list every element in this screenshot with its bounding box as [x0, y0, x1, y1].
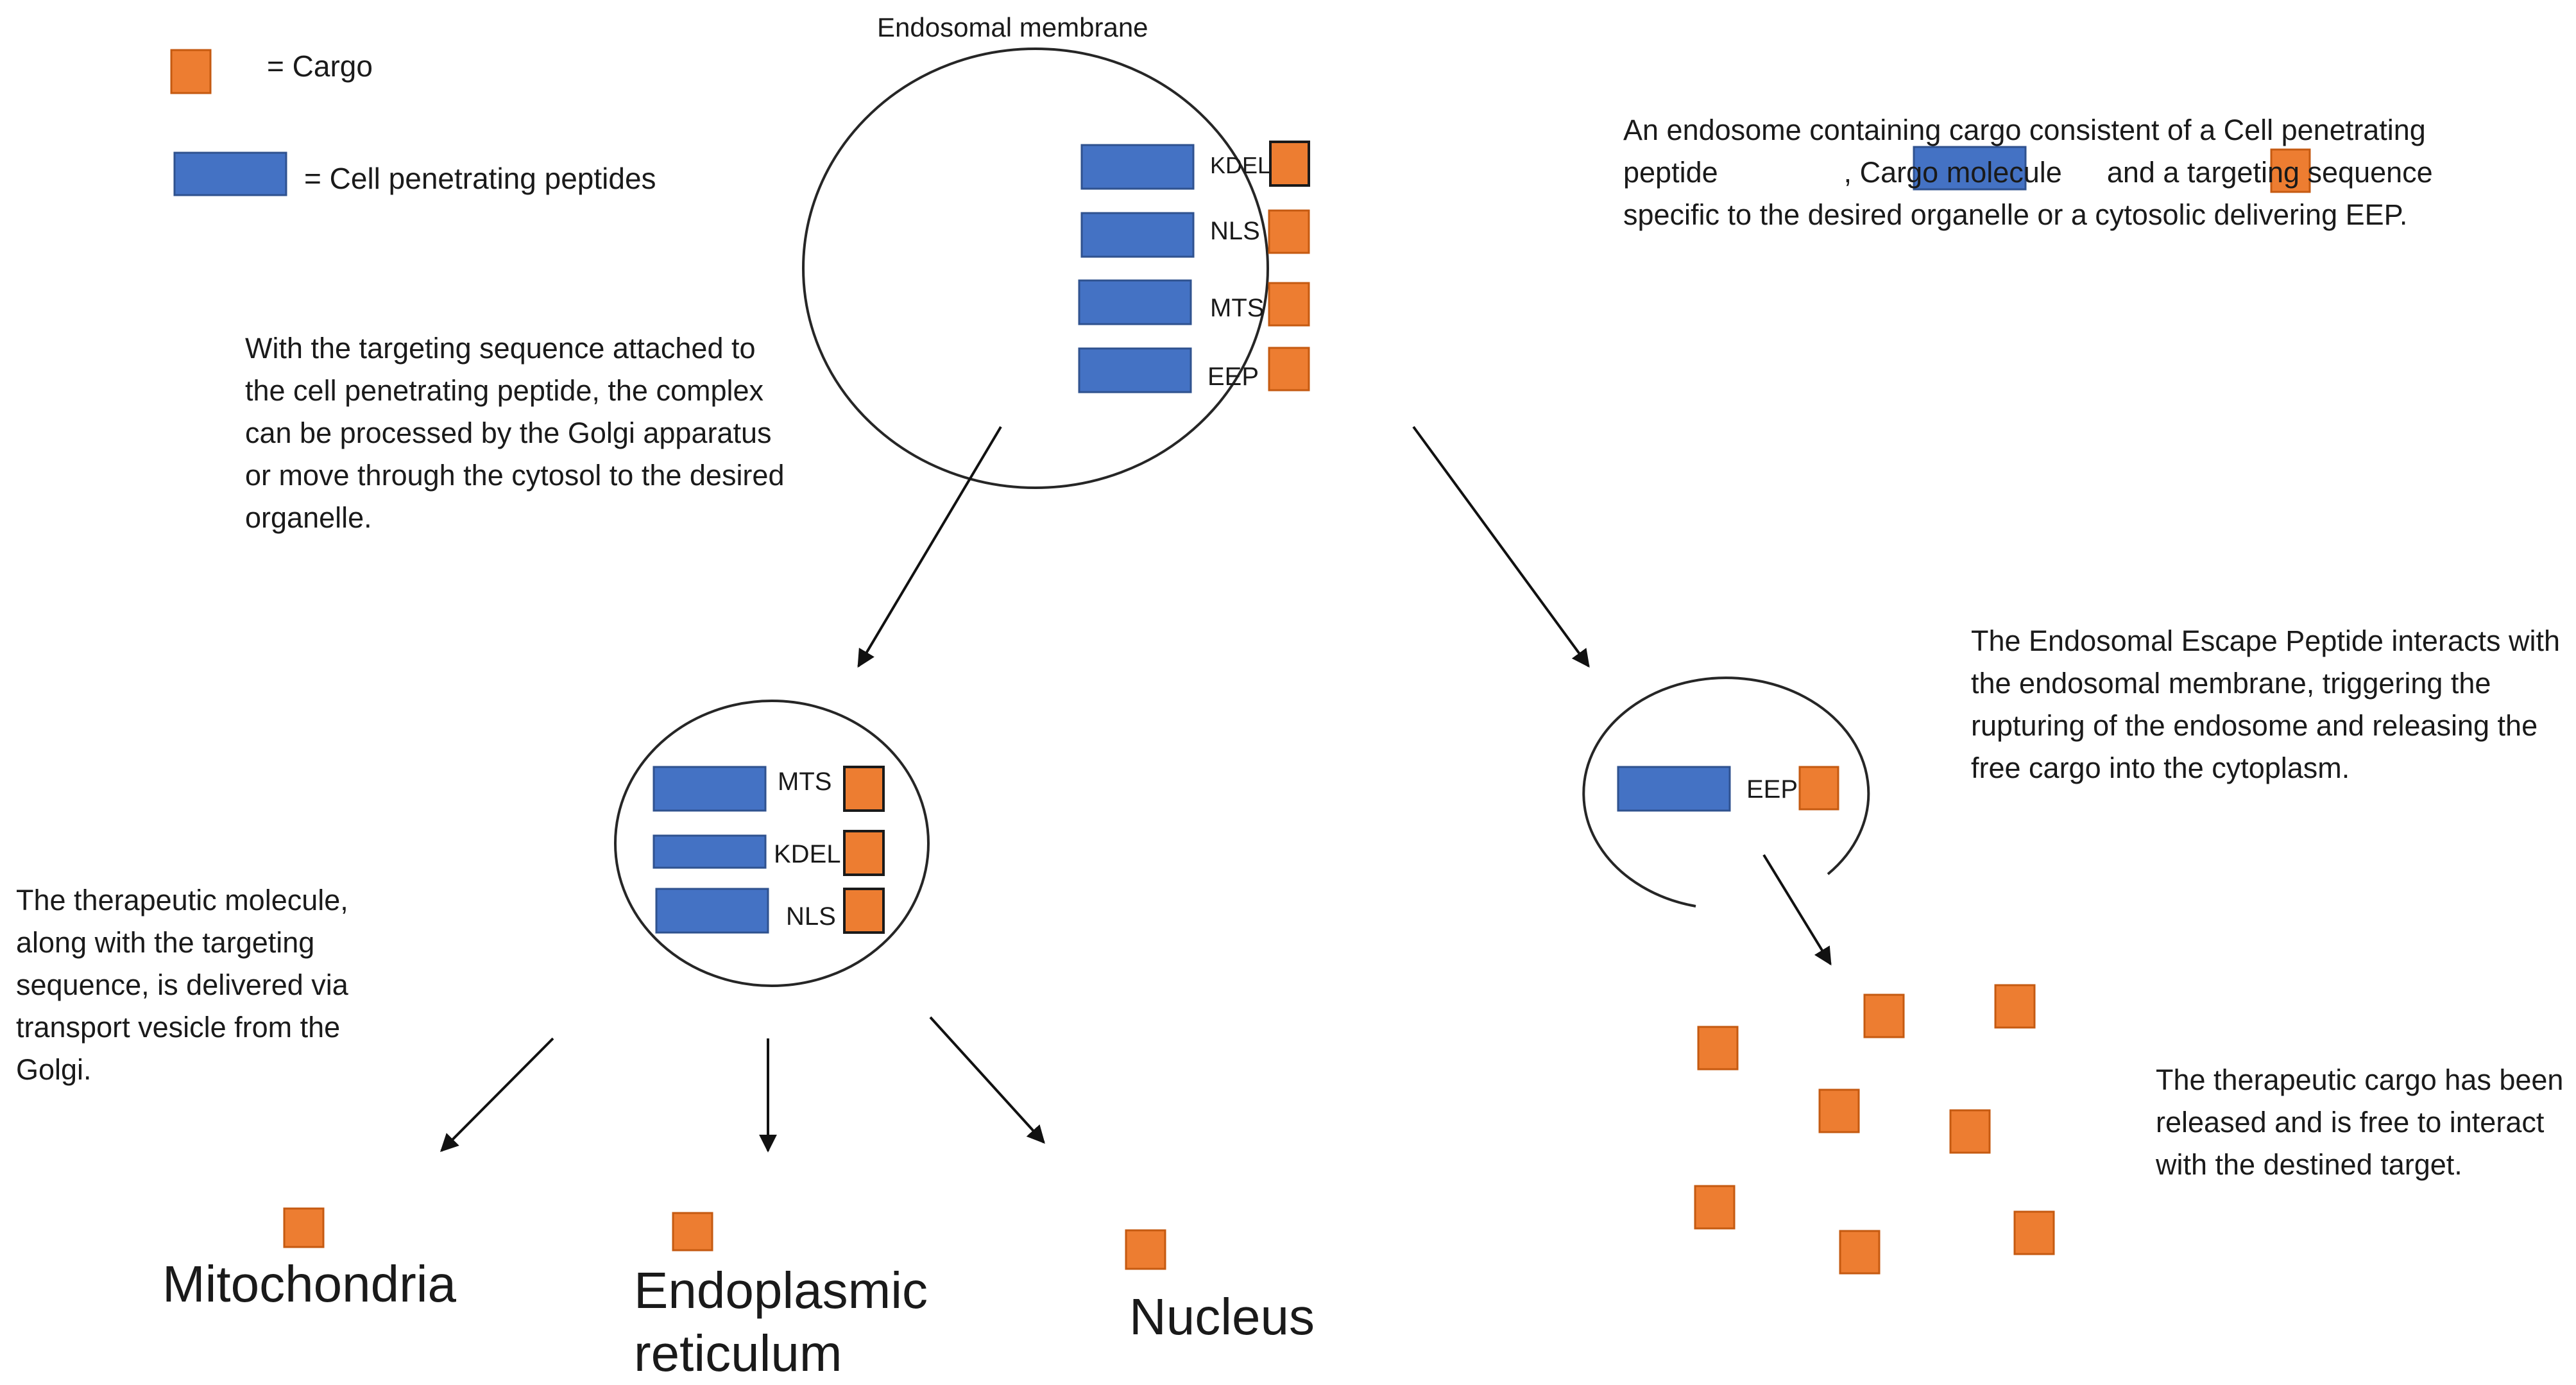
top-description-part3: and a targeting sequence specific to the…: [1623, 156, 2433, 231]
golgi-delivery-description: The therapeutic molecule, along with the…: [16, 884, 348, 1086]
free-cargo: [1949, 1109, 1991, 1154]
top-cpp-kdel: [1080, 144, 1195, 190]
arrow-to-golgi-vesicle: [857, 426, 1002, 668]
top-description-part2: , Cargo molecule: [1843, 156, 2062, 189]
top-cpp-nls: [1080, 212, 1195, 258]
free-cargo: [1994, 984, 2036, 1029]
top-cpp-mts: [1078, 279, 1192, 325]
free-cargo: [1839, 1230, 1881, 1275]
top-cargo-mts: [1268, 282, 1310, 327]
legend-cpp-swatch: [173, 151, 287, 196]
free-cargo: [1694, 1185, 1736, 1230]
arrow-to-released-cargo: [1762, 854, 1832, 966]
top-endosome-membrane: [802, 47, 1269, 489]
top-cargo-eep: [1268, 347, 1310, 391]
escape-cargo-eep: [1798, 766, 1839, 811]
legend-cargo-label: = Cargo: [267, 49, 373, 83]
endosomal-membrane-label: Endosomal membrane: [877, 12, 1148, 42]
escape-endosome-membrane: [1582, 676, 1870, 908]
vesicle-tag-mts: MTS: [778, 768, 832, 796]
vesicle-cpp-kdel: [653, 834, 767, 869]
free-cargo: [1863, 994, 1905, 1038]
free-cargo: [1818, 1088, 1860, 1133]
legend-cargo-swatch: [170, 49, 212, 94]
vesicle-cargo-kdel: [843, 830, 885, 876]
vesicle-tag-kdel: KDEL: [774, 840, 841, 868]
free-cargo: [1697, 1026, 1739, 1071]
golgi-vesicle-membrane: [614, 700, 930, 987]
top-cargo-nls: [1268, 209, 1310, 254]
legend-cpp-label: = Cell penetrating peptides: [304, 162, 656, 195]
description-cargo-swatch: [2270, 148, 2311, 193]
top-description-part1: An endosome containing cargo consistent …: [1623, 114, 2426, 189]
top-tag-nls: NLS: [1210, 217, 1260, 245]
free-cargo: [2013, 1210, 2055, 1255]
er-label: Endoplasmic reticulum: [634, 1262, 928, 1382]
escape-cpp-eep: [1617, 766, 1731, 812]
vesicle-cpp-mts: [653, 766, 767, 812]
vesicle-cpp-nls: [655, 888, 769, 934]
vesicle-cargo-mts: [843, 766, 885, 812]
escape-tag-eep: EEP: [1746, 775, 1798, 804]
released-cargo-description: The therapeutic cargo has been released …: [2156, 1063, 2564, 1181]
top-description: An endosome containing cargo consistent …: [1623, 109, 2470, 236]
er-cargo: [672, 1212, 713, 1252]
arrow-to-mitochondria: [440, 1037, 554, 1152]
mitochondria-label: Mitochondria: [162, 1255, 457, 1312]
top-cpp-eep: [1078, 347, 1192, 393]
nucleus-cargo: [1125, 1229, 1166, 1270]
top-tag-mts: MTS: [1210, 294, 1265, 322]
escape-description: The Endosomal Escape Peptide interacts w…: [1971, 624, 2560, 784]
arrow-to-nucleus: [929, 1016, 1045, 1144]
top-tag-kdel: KDEL: [1210, 152, 1271, 178]
description-cpp-swatch: [1913, 146, 2027, 191]
top-tag-eep: EEP: [1207, 363, 1259, 391]
processing-description: With the targeting sequence attached to …: [245, 332, 785, 534]
top-cargo-kdel: [1269, 141, 1310, 187]
vesicle-cargo-nls: [843, 888, 885, 934]
vesicle-tag-nls: NLS: [786, 902, 836, 931]
nucleus-label: Nucleus: [1129, 1288, 1315, 1345]
mitochondria-cargo: [283, 1207, 325, 1248]
arrow-to-escape-endosome: [1412, 426, 1590, 668]
